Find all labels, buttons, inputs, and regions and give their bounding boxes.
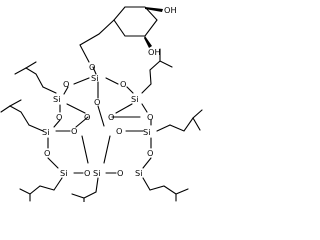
isobutyl-bottom-center [71,191,97,199]
bond-siul-o-right [66,103,86,114]
label-o-left-mid: O [56,112,62,122]
label-si-bottom-center: Si [93,168,100,178]
bond-siur-o-left [115,103,133,114]
bond-sitop-o-left [73,77,90,85]
label-o-inner-right: O [116,126,122,136]
cyclohexane-ring [113,6,158,37]
label-o-right-low: O [147,148,153,158]
bond-siul-isobutyl [42,86,57,94]
label-o-center-left: O [84,112,90,122]
isobutyl-right-upper [149,60,173,85]
label-o-center-right: O [108,112,114,122]
isobutyl-left-upper-branch [14,67,27,75]
label-o-left-low: O [44,148,50,158]
label-oh-lower: OH [148,47,161,57]
bond-o-silm [53,119,61,128]
bond-silr-isobutyl [142,177,151,191]
bond-silm-isobutyl [28,124,44,132]
label-o-top: O [89,62,95,72]
isobutyl-right-mid [169,109,203,132]
chemical-structure-diagram: OH OH O Si O O Si Si O O O O O Si O O Si… [0,5,203,202]
label-o-inner-left: O [71,126,77,136]
bond-sill-isobutyl [53,177,63,191]
label-si-bottom-left: Si [60,168,67,178]
label-si-left-upper: Si [53,94,60,104]
label-si-top: Si [91,73,98,83]
label-o-bottom-right: O [117,168,123,178]
bond-siur-isobutyl [141,83,152,94]
hashed-bond-oh-upper [145,7,163,12]
bond-o-silc [81,135,89,164]
bond-sirm-isobutyl [156,124,171,132]
label-o-right-upper: O [120,79,126,89]
label-oh-upper: OH [164,5,177,15]
bond-sitop-o-right [105,77,119,85]
atom-labels-layer: OH OH O Si O O Si Si O O O O O Si O O Si… [42,5,177,178]
bond-o-center-low [103,135,111,164]
bond-o-siur [126,86,134,94]
bond-o-silr [142,157,152,169]
isobutyl-bottom-right [149,185,189,195]
bond-o-siul [63,86,69,95]
ethyl-linker [79,19,115,63]
label-si-bottom-right: Si [135,168,142,178]
label-o-bottom-left: O [84,168,90,178]
isobutyl-right-mid-branch [192,117,201,131]
isobutyl-left-mid-branch [0,105,11,113]
label-si-right-mid: Si [143,127,150,137]
bond-o-sill [47,157,59,169]
bond-o-center-left [75,116,89,128]
bond-sitop-o-up [92,66,97,75]
bond-siur-o-down [141,103,148,113]
bond-silc-isobutyl [95,177,99,193]
label-si-left-mid: Si [42,127,49,137]
isobutyl-left-mid [8,99,30,126]
label-si-right-upper: Si [131,94,138,104]
label-o-mid: O [94,97,100,107]
hashed-bond-oh-lower [144,36,152,48]
label-o-right-mid: O [147,112,153,122]
bond-o-mid-down [97,105,105,127]
label-o-left-upper: O [63,79,69,89]
isobutyl-bottom-left [19,185,55,195]
isobutyl-left-upper [24,61,44,88]
bonds-layer [0,6,203,202]
